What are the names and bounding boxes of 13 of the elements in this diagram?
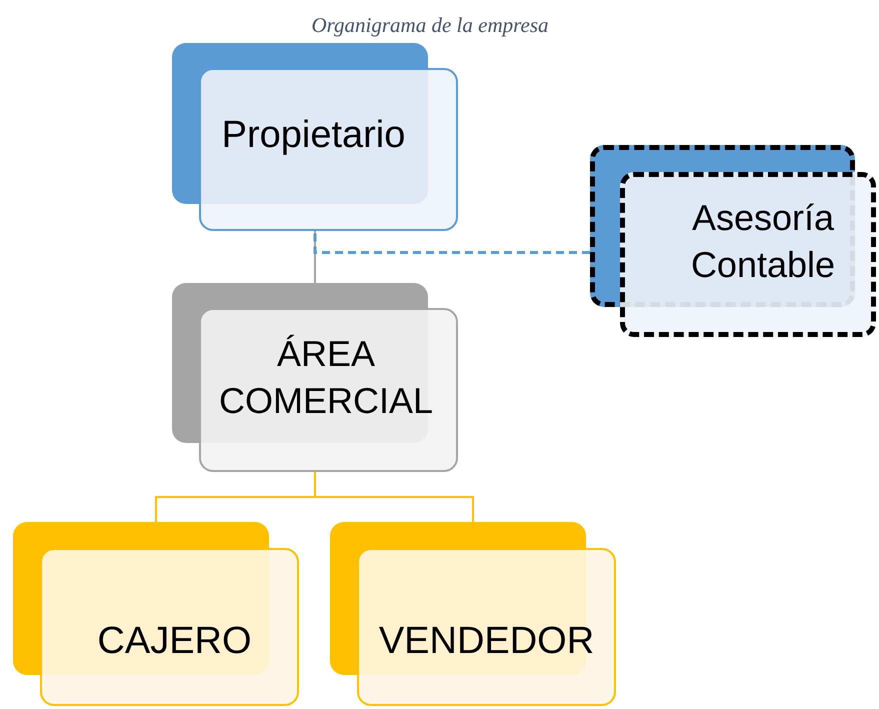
diagram-title: Organigrama de la empresa	[310, 13, 550, 38]
org-box	[199, 68, 458, 231]
org-box	[40, 548, 299, 706]
role-label: ÁREA COMERCIAL	[218, 332, 434, 422]
role-label: CAJERO	[96, 619, 253, 664]
connector-line	[314, 472, 474, 522]
org-box	[357, 548, 616, 706]
org-box	[620, 172, 876, 337]
org-box	[199, 308, 458, 472]
role-label: VENDEDOR	[378, 619, 596, 664]
role-label: Asesoría Contable	[690, 196, 836, 287]
connector-line	[314, 231, 590, 254]
role-label: Propietario	[220, 113, 406, 158]
